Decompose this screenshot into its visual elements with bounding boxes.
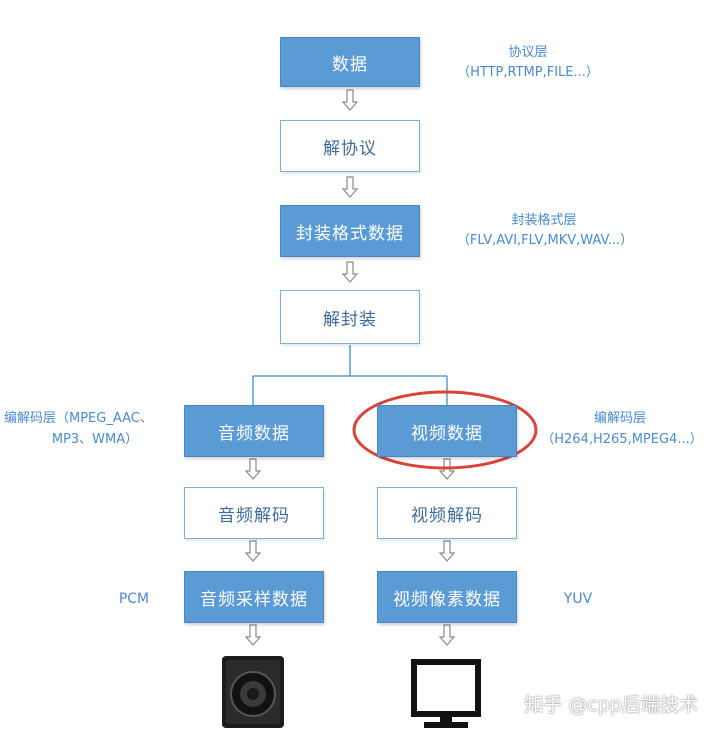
down-arrow [342, 176, 358, 198]
audio-codec-layer-label: 编解码层（MPEG_AAC、 [4, 411, 153, 426]
down-arrow [245, 624, 261, 646]
video-codec-examples-label: （H264,H265,MPEG4...） [541, 432, 703, 447]
demux-box: 解封装 [280, 290, 420, 344]
deprotocol-box: 解协议 [280, 120, 420, 172]
container-layer-label: 封装格式层 [511, 213, 577, 228]
video-codec-layer-label: 编解码层 [593, 411, 646, 426]
split-connector [252, 345, 448, 405]
down-arrow [245, 540, 261, 562]
video-data-box: 视频数据 [377, 405, 517, 457]
pcm-label: PCM [118, 591, 150, 607]
monitor-icon [411, 659, 481, 728]
watermark: 知乎 @cpp后端技术 [524, 694, 698, 716]
highlight-circle [352, 390, 538, 470]
container-examples-label: （FLV,AVI,FLV,MKV,WAV...） [456, 233, 634, 248]
container-data-box: 封装格式数据 [280, 205, 420, 257]
video-decode-box: 视频解码 [377, 487, 517, 539]
down-arrow [245, 458, 261, 480]
yuv-label: YUV [563, 591, 593, 607]
protocol-examples-label: （HTTP,RTMP,FILE...） [457, 65, 599, 80]
down-arrow [342, 261, 358, 283]
video-pixel-data-box: 视频像素数据 [377, 571, 517, 623]
speaker-icon [222, 656, 284, 728]
protocol-layer-label: 协议层 [508, 45, 548, 60]
audio-codec-examples-label: MP3、WMA） [51, 432, 139, 447]
down-arrow [439, 624, 455, 646]
data-box: 数据 [280, 37, 420, 87]
down-arrow [342, 89, 358, 111]
audio-sample-data-box: 音频采样数据 [184, 571, 324, 623]
audio-data-box: 音频数据 [184, 405, 324, 457]
down-arrow [439, 540, 455, 562]
audio-decode-box: 音频解码 [184, 487, 324, 539]
